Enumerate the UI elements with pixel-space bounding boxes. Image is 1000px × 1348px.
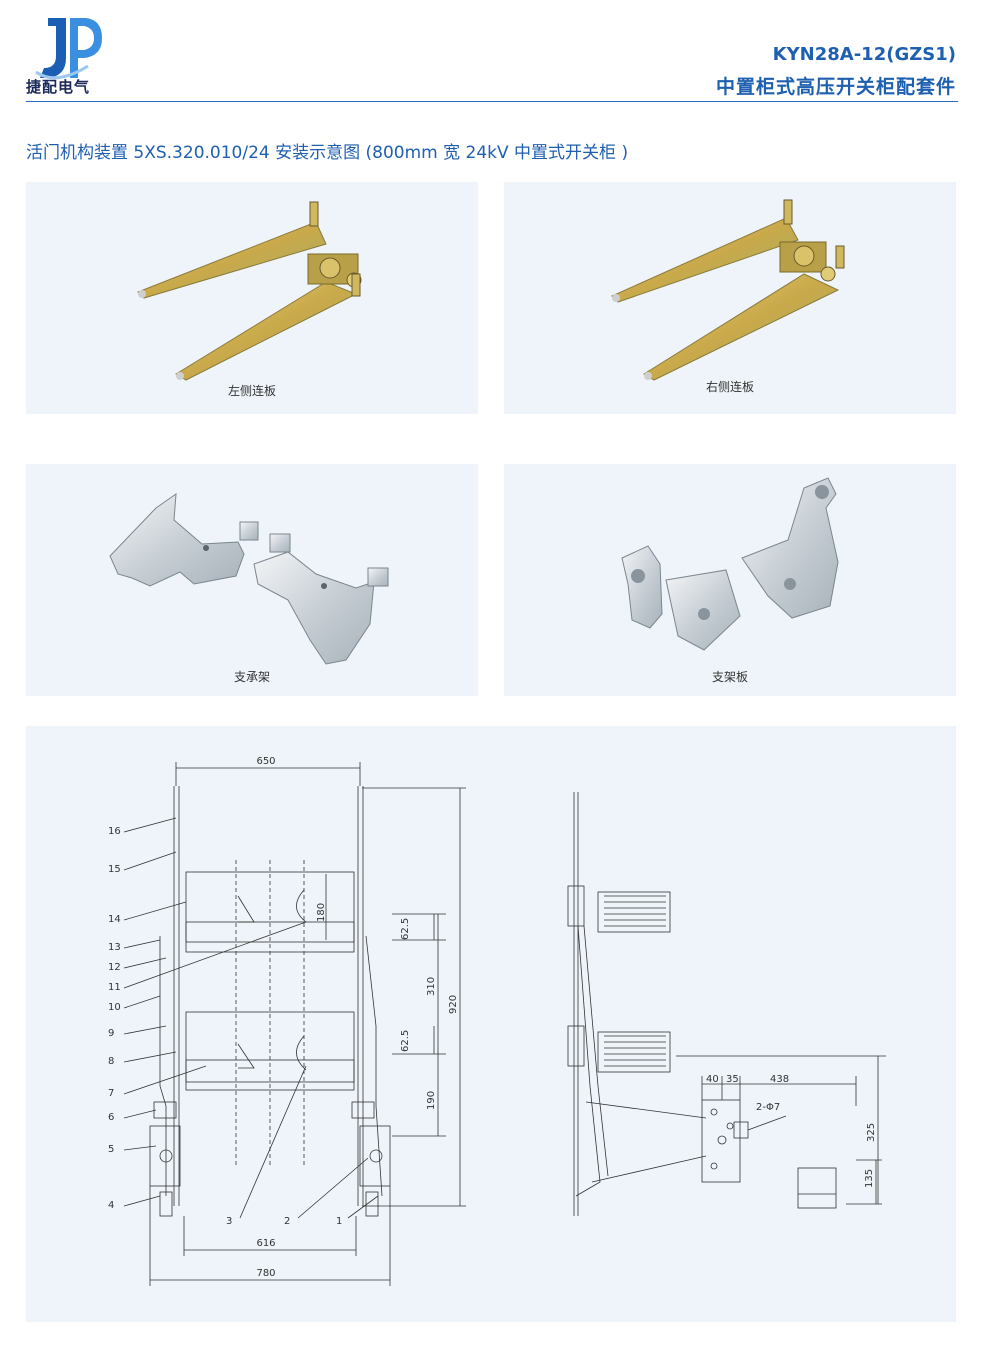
upper-contact-box (597, 891, 671, 933)
left-link-plate-image (137, 201, 362, 381)
product-subtitle: 中置柜式高压开关柜配套件 (715, 76, 956, 98)
callout-6: 6 (108, 1112, 114, 1123)
support-frame-image (109, 492, 389, 665)
dim-438: 438 (770, 1074, 789, 1085)
header-divider (26, 101, 958, 102)
callout-1: 1 (336, 1216, 342, 1227)
caption-right-link-plate: 右侧连板 (705, 380, 754, 394)
dim-310: 310 (426, 977, 437, 996)
callout-9: 9 (108, 1028, 114, 1039)
dim-62-5-upper: 62.5 (400, 918, 411, 940)
photo-panel-right-link-plate: 右侧连板 (504, 182, 956, 414)
callout-15: 15 (108, 864, 121, 875)
technical-drawing-panel: 650 180 62.5 310 920 (26, 726, 956, 1322)
callout-leaders (123, 817, 379, 1219)
callout-11: 11 (108, 982, 121, 993)
callout-7: 7 (108, 1088, 114, 1099)
caption-support-frame: 支承架 (233, 670, 270, 684)
caption-bracket-plate: 支架板 (711, 670, 748, 684)
bracket-plate-image (621, 477, 839, 651)
hole-spec: 2-Φ7 (756, 1102, 780, 1113)
callout-13: 13 (108, 942, 121, 953)
callout-5: 5 (108, 1144, 114, 1155)
dim-650: 650 (256, 756, 275, 767)
caption-left-link-plate: 左侧连板 (227, 384, 276, 398)
dim-135: 135 (864, 1169, 875, 1188)
callout-12: 12 (108, 962, 121, 973)
brand-name: 捷配电气 (26, 78, 91, 96)
callout-3: 3 (226, 1216, 232, 1227)
callout-2: 2 (284, 1216, 290, 1227)
callout-8: 8 (108, 1056, 114, 1067)
callout-16: 16 (108, 826, 121, 837)
page-title: 活门机构装置 5XS.320.010/24 安装示意图 (800mm 宽 24k… (26, 143, 629, 163)
dim-40: 40 (706, 1074, 719, 1085)
photo-panel-support-frame: 支承架 (26, 464, 478, 696)
product-model: KYN28A-12(GZS1) (772, 44, 956, 65)
dim-190: 190 (426, 1091, 437, 1110)
dim-62-5-lower: 62.5 (400, 1030, 411, 1052)
dim-325: 325 (866, 1123, 877, 1142)
dim-35: 35 (726, 1074, 739, 1085)
page-header: 捷配电气 KYN28A-12(GZS1) 中置柜式高压开关柜配套件 (0, 0, 1000, 104)
callout-numbers: 16 15 14 13 12 11 10 9 8 7 6 5 4 3 2 1 (108, 826, 342, 1227)
dim-780: 780 (256, 1268, 275, 1279)
company-logo-icon (35, 18, 102, 80)
installation-drawing: 650 180 62.5 310 920 (108, 756, 886, 1286)
right-link-plate-image (611, 199, 845, 381)
dim-920: 920 (448, 995, 459, 1014)
callout-14: 14 (108, 914, 121, 925)
photo-panel-bracket-plate: 支架板 (504, 464, 956, 696)
photo-panel-left-link-plate: 左侧连板 (26, 182, 478, 414)
callout-4: 4 (108, 1200, 114, 1211)
dim-616: 616 (256, 1238, 275, 1249)
lower-contact-box (597, 1031, 671, 1073)
callout-10: 10 (108, 1002, 121, 1013)
dim-180: 180 (316, 903, 327, 922)
